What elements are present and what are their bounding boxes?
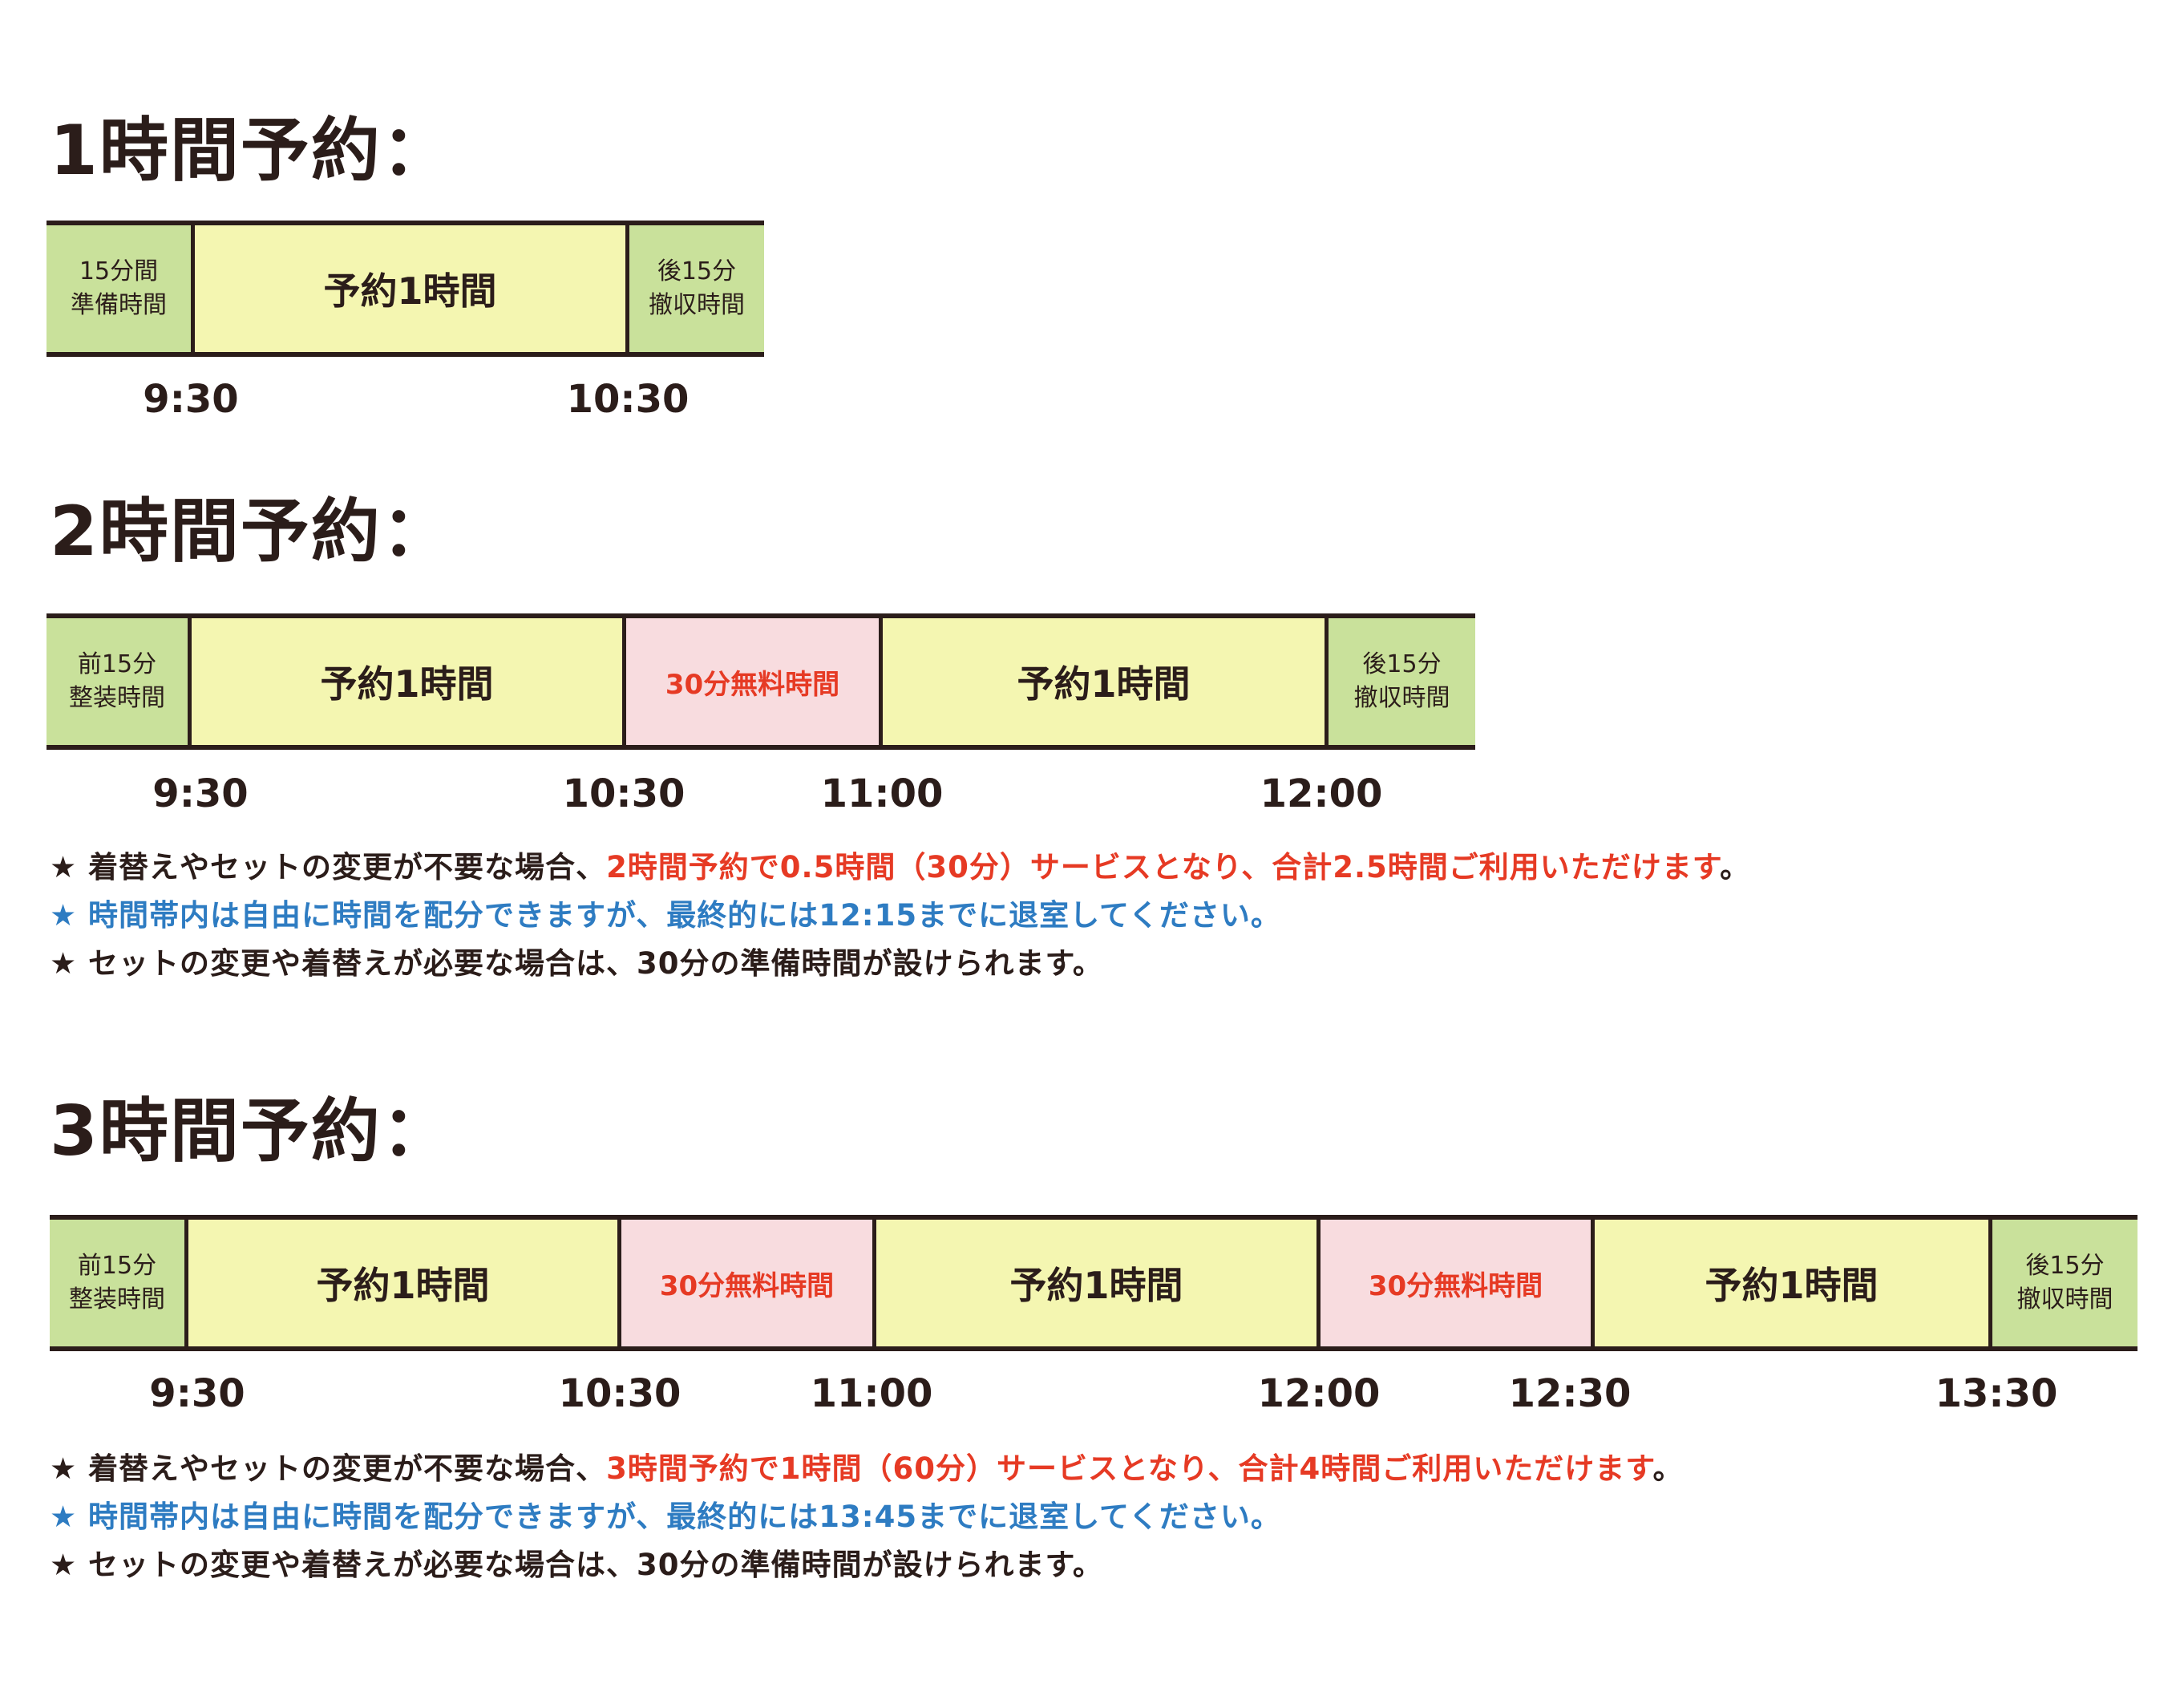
free-time-label: 30分無料時間 xyxy=(665,668,840,701)
notes-3: ★ 着替えやセットの変更が不要な場合、3時間予約で1時間（60分）サービスとなり… xyxy=(50,1445,1684,1589)
note-end: 。 xyxy=(1652,1451,1684,1486)
booking-label: 予約1時間 xyxy=(320,662,494,706)
free-time-segment: 30分無料時間 xyxy=(617,1220,872,1346)
free-time-label: 30分無料時間 xyxy=(659,1269,835,1302)
time-label: 12:30 xyxy=(1508,1371,1632,1416)
free-time-segment: 30分無料時間 xyxy=(622,618,879,745)
booking-label: 予約1時間 xyxy=(1017,662,1191,706)
prep-line2: 整装時間 xyxy=(69,684,165,712)
note-text: 着替えやセットの変更が不要な場合、 xyxy=(88,1451,607,1486)
time-labels-1: 9:30 10:30 xyxy=(0,377,2184,422)
prep-segment: 前15分 整装時間 xyxy=(50,1220,184,1346)
star-icon: ★ xyxy=(50,1451,89,1486)
section-1-title: 1時間予約： xyxy=(50,111,452,191)
note-end: 。 xyxy=(1720,850,1751,884)
cleanup-line2: 撤収時間 xyxy=(1353,684,1450,712)
cleanup-line2: 撤収時間 xyxy=(2016,1285,2113,1313)
time-label: 13:30 xyxy=(1935,1371,2058,1416)
booking-label: 予約1時間 xyxy=(323,269,497,313)
note-checkout: ★ 時間帯内は自由に時間を配分できますが、最終的には13:45までに退室してくだ… xyxy=(50,1500,1281,1534)
cleanup-segment: 後15分 撤収時間 xyxy=(1988,1220,2137,1346)
note-service: ★ 着替えやセットの変更が不要な場合、3時間予約で1時間（60分）サービスとなり… xyxy=(50,1445,1684,1493)
cleanup-segment: 後15分 撤収時間 xyxy=(1325,618,1475,745)
note-text: 着替えやセットの変更が不要な場合、 xyxy=(88,850,607,884)
cleanup-line2: 撤収時間 xyxy=(649,291,745,319)
booking-segment: 予約1時間 xyxy=(191,225,625,352)
note-highlight: 2時間予約で0.5時間（30分）サービスとなり、合計2.5時間ご利用いただけます xyxy=(606,850,1721,884)
timeline-bar-3: 前15分 整装時間 予約1時間 30分無料時間 予約1時間 30分無料時間 予約… xyxy=(50,1215,2137,1351)
prep-segment: 15分間 準備時間 xyxy=(47,225,191,352)
time-label: 11:00 xyxy=(810,1371,933,1416)
note-service: ★ 着替えやセットの変更が不要な場合、2時間予約で0.5時間（30分）サービスと… xyxy=(50,844,1750,892)
time-label: 10:30 xyxy=(566,377,690,422)
time-label: 9:30 xyxy=(149,1371,245,1416)
time-label: 11:00 xyxy=(820,771,944,816)
note-highlight: 3時間予約で1時間（60分）サービスとなり、合計4時間ご利用いただけます xyxy=(606,1451,1653,1486)
timeline-bar-2: 前15分 整装時間 予約1時間 30分無料時間 予約1時間 後15分 撤収時間 xyxy=(47,613,1475,750)
booking-label: 予約1時間 xyxy=(1009,1264,1183,1307)
time-label: 12:00 xyxy=(1260,771,1383,816)
timeline-bar-1: 15分間 準備時間 予約1時間 後15分 撤収時間 xyxy=(47,221,764,357)
prep-line1: 前15分 xyxy=(77,1252,157,1280)
note-checkout: ★ 時間帯内は自由に時間を配分できますが、最終的には12:15までに退室してくだ… xyxy=(50,898,1281,933)
time-label: 9:30 xyxy=(143,377,239,422)
time-label: 10:30 xyxy=(562,771,686,816)
section-3-title: 3時間予約： xyxy=(50,1091,452,1172)
booking-segment: 予約1時間 xyxy=(184,1220,617,1346)
prep-line1: 15分間 xyxy=(79,257,159,285)
booking-segment: 予約1時間 xyxy=(872,1220,1316,1346)
free-time-segment: 30分無料時間 xyxy=(1316,1220,1591,1346)
prep-line2: 整装時間 xyxy=(69,1285,165,1313)
star-icon: ★ xyxy=(50,850,89,884)
section-2-title: 2時間予約： xyxy=(50,492,452,572)
booking-segment: 予約1時間 xyxy=(188,618,622,745)
time-label: 12:00 xyxy=(1257,1371,1381,1416)
prep-line2: 準備時間 xyxy=(71,291,167,319)
booking-label: 予約1時間 xyxy=(1705,1264,1879,1307)
booking-segment: 予約1時間 xyxy=(1591,1220,1988,1346)
cleanup-line1: 後15分 xyxy=(657,257,737,285)
prep-line1: 前15分 xyxy=(77,650,157,678)
cleanup-segment: 後15分 撤収時間 xyxy=(625,225,764,352)
time-label: 9:30 xyxy=(152,771,249,816)
time-labels-3: 9:30 10:30 11:00 12:00 12:30 13:30 xyxy=(0,1371,2184,1416)
note-prep: ★ セットの変更や着替えが必要な場合は、30分の準備時間が設けられます。 xyxy=(50,946,1103,981)
free-time-label: 30分無料時間 xyxy=(1368,1269,1543,1302)
notes-2: ★ 着替えやセットの変更が不要な場合、2時間予約で0.5時間（30分）サービスと… xyxy=(50,844,1750,988)
cleanup-line1: 後15分 xyxy=(1362,650,1442,678)
note-prep: ★ セットの変更や着替えが必要な場合は、30分の準備時間が設けられます。 xyxy=(50,1548,1103,1582)
time-label: 10:30 xyxy=(558,1371,681,1416)
prep-segment: 前15分 整装時間 xyxy=(47,618,188,745)
booking-label: 予約1時間 xyxy=(316,1264,490,1307)
time-labels-2: 9:30 10:30 11:00 12:00 xyxy=(0,771,2184,816)
cleanup-line1: 後15分 xyxy=(2025,1252,2105,1280)
booking-segment: 予約1時間 xyxy=(879,618,1325,745)
